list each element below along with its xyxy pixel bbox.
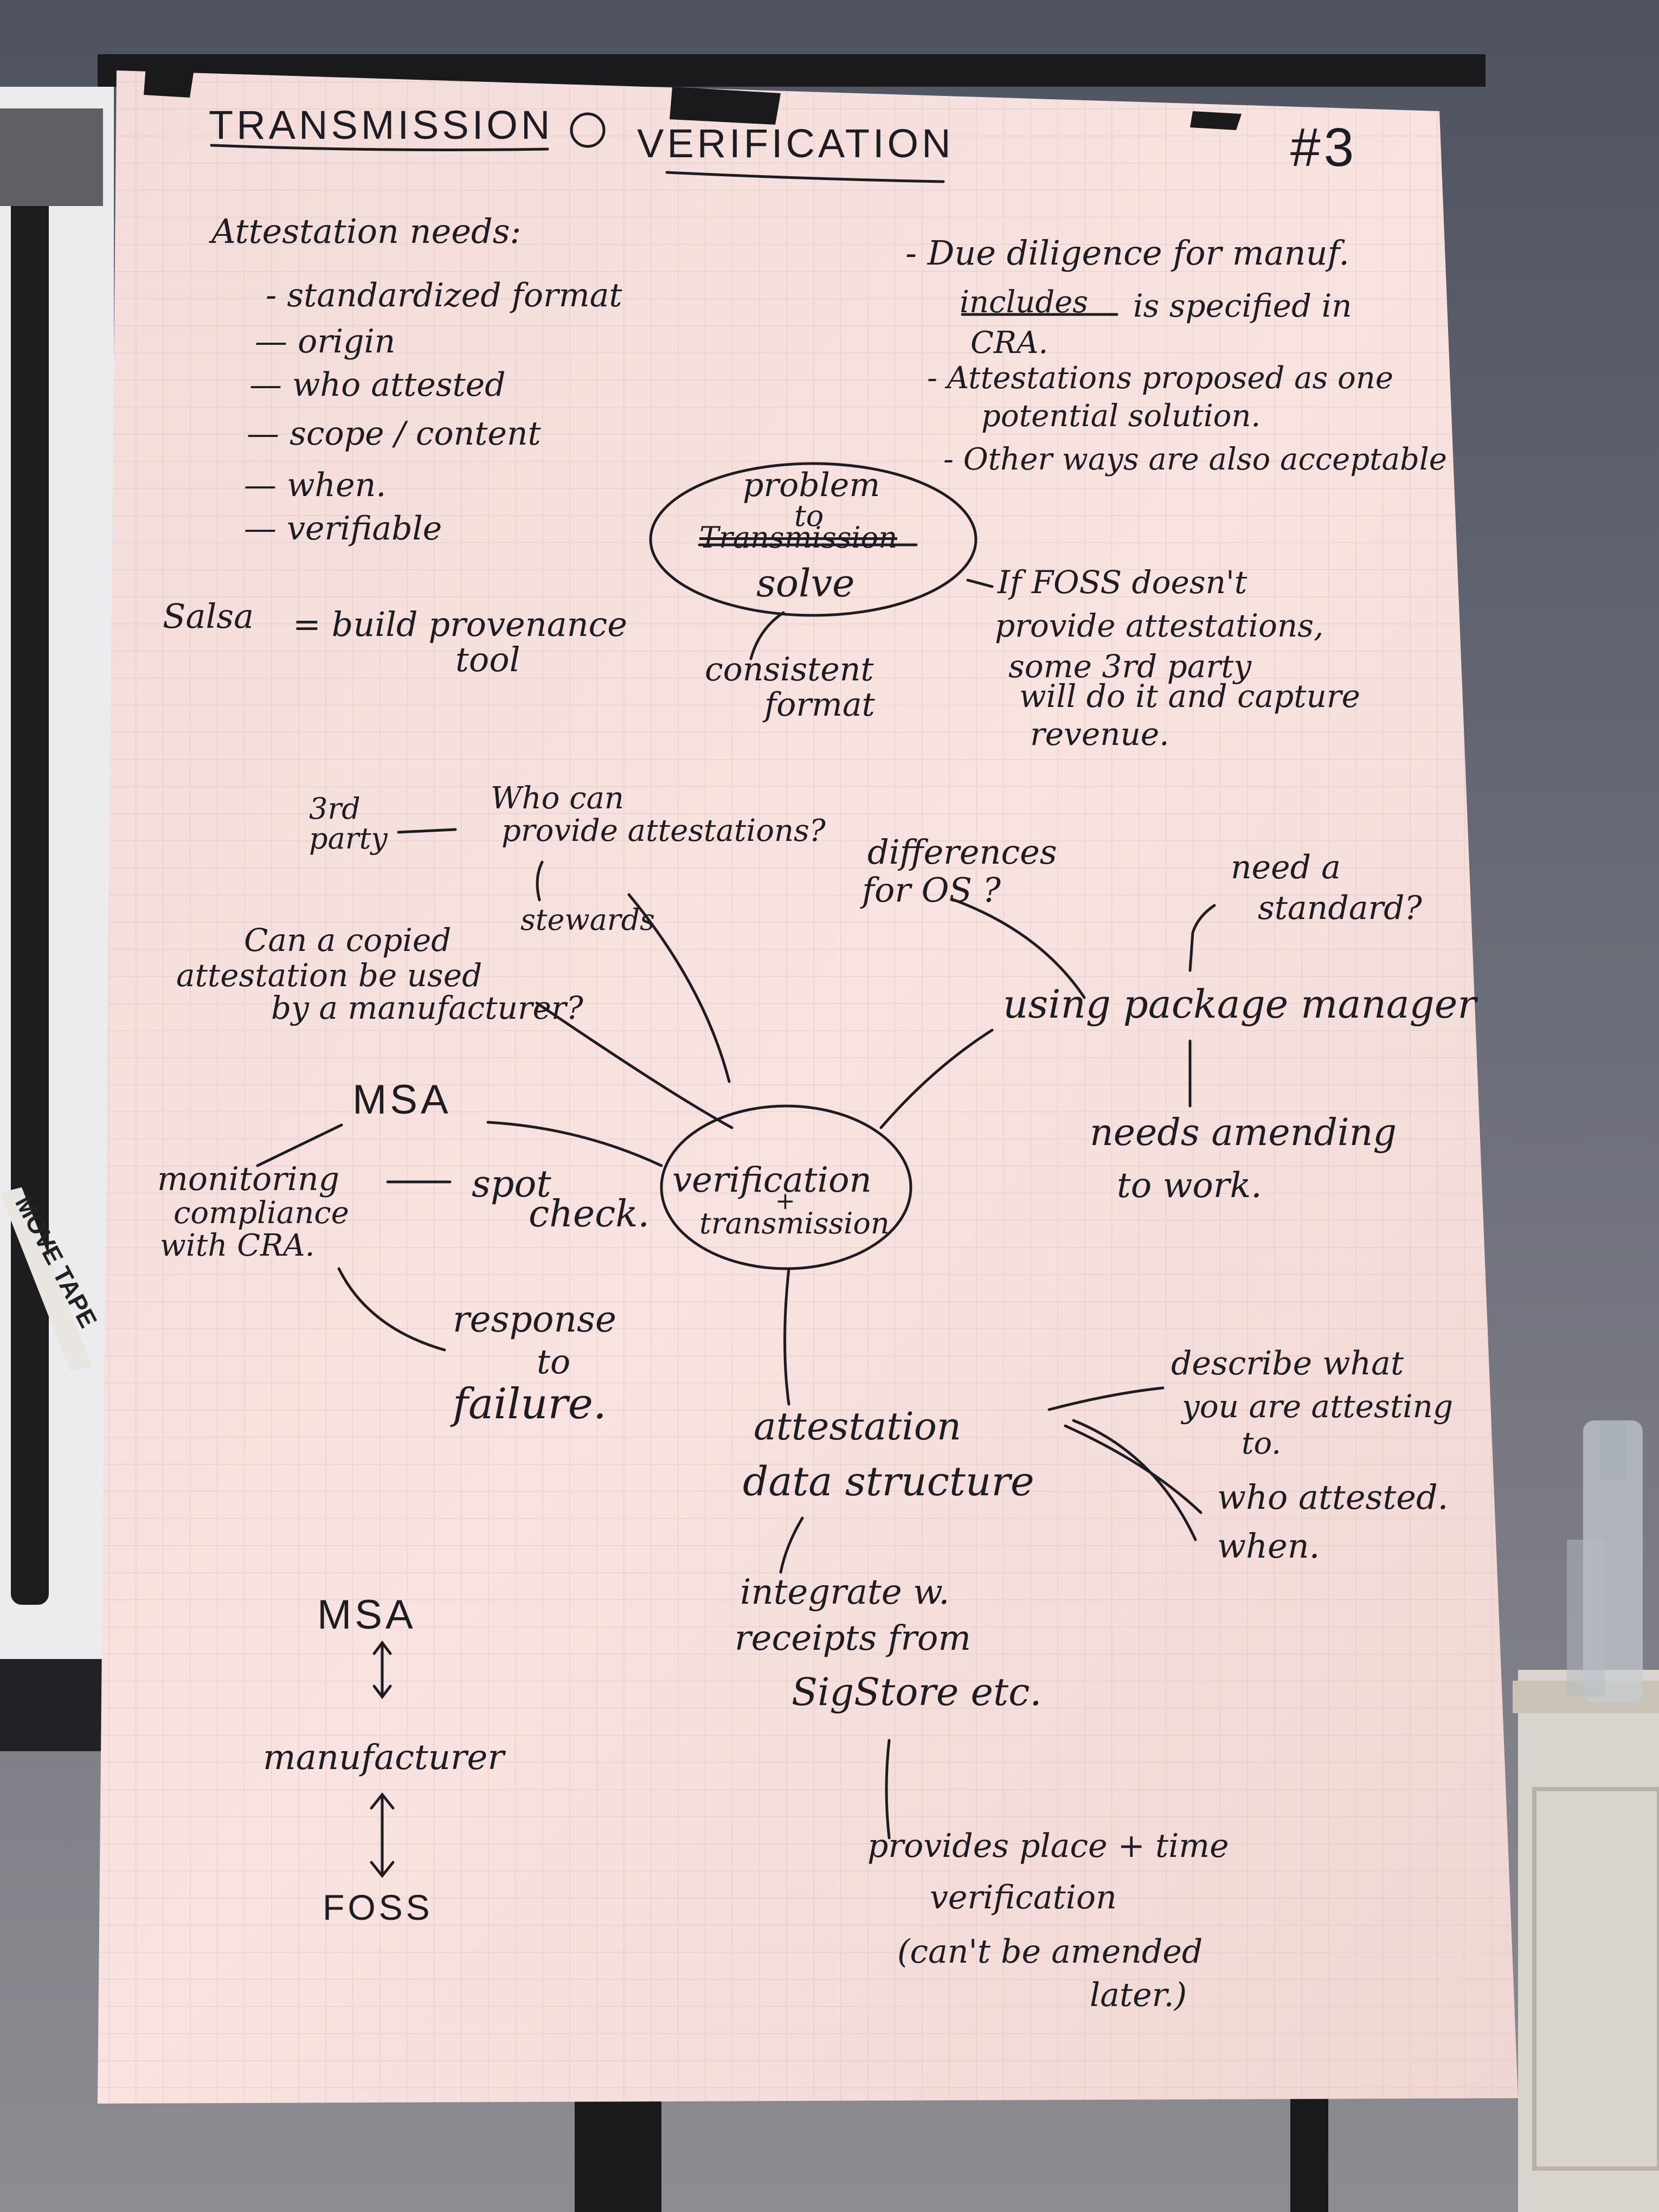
right-note: - Other ways are also acceptable: [943, 442, 1447, 477]
foss-note: If FOSS doesn't: [998, 564, 1248, 601]
center-line3: transmission: [699, 1206, 890, 1240]
copied-line1: Can a copied: [244, 922, 452, 959]
flow-top: MSA: [317, 1592, 416, 1638]
right-note: - Due diligence for manuf.: [905, 233, 1349, 273]
monitoring-line2: compliance: [173, 1195, 349, 1231]
foss-note: some 3rd party: [1008, 648, 1252, 685]
who-can-line2: provide attestations?: [501, 813, 826, 848]
needs-item: — scope / content: [247, 415, 541, 453]
needs-item: — who attested: [249, 366, 506, 404]
differences-line1: differences: [867, 832, 1057, 872]
need-standard-line2: standard?: [1258, 889, 1422, 927]
problem-line3: Transmission: [699, 520, 897, 555]
foss-note: revenue.: [1030, 716, 1169, 753]
who-can-line1: Who can: [491, 781, 624, 816]
need-standard-line1: need a: [1231, 848, 1341, 886]
integrate-line3: SigStore etc.: [792, 1670, 1042, 1714]
differences-line2: for OS ?: [862, 870, 1001, 910]
describe-line3: to.: [1242, 1426, 1282, 1461]
problem-line2: to: [794, 499, 824, 533]
when-label: when.: [1217, 1526, 1320, 1566]
response-line1: response: [453, 1298, 616, 1340]
describe-line2: you are attesting: [1182, 1388, 1454, 1425]
needs-amending-line2: to work.: [1117, 1166, 1262, 1206]
needs-item: — verifiable: [244, 510, 442, 548]
spot-check-line1: spot: [472, 1163, 551, 1206]
msa-label: MSA: [352, 1077, 452, 1123]
salsa-description-2: tool: [455, 640, 520, 679]
problem-line4: solve: [756, 561, 855, 606]
salsa-description: = build provenance: [293, 605, 627, 644]
copied-line3: by a manufacturer?: [271, 989, 583, 1026]
third-party-line1: 3rd: [309, 792, 361, 826]
integrate-line2: receipts from: [735, 1618, 972, 1658]
consistent-line1: consistent: [705, 651, 874, 689]
needs-item: — when.: [244, 466, 387, 504]
needs-amending-line1: needs amending: [1090, 1111, 1397, 1154]
center-line2: +: [775, 1187, 795, 1215]
right-note: - Attestations proposed as one: [927, 361, 1393, 396]
data-structure-line1: attestation: [754, 1404, 961, 1449]
title-right: VERIFICATION: [637, 121, 954, 166]
flow-middle: manufacturer: [263, 1738, 504, 1778]
copied-line2: attestation be used: [176, 957, 483, 994]
needs-item: - standardized format: [266, 276, 622, 314]
provides-line4: later.): [1090, 1976, 1187, 2014]
data-structure-line2: data structure: [743, 1458, 1034, 1505]
monitoring-line1: monitoring: [157, 1160, 340, 1198]
easel-leg: [575, 2093, 661, 2212]
who-attested-label: who attested.: [1217, 1477, 1449, 1517]
foss-note: will do it and capture: [1019, 678, 1360, 715]
salsa-label: Salsa: [163, 596, 254, 636]
consistent-line2: format: [764, 686, 875, 724]
tape: [144, 60, 195, 98]
tape: [1190, 111, 1242, 130]
center-line1: verification: [672, 1160, 872, 1200]
spot-check-line2: check.: [529, 1193, 650, 1236]
integrate-line1: integrate w.: [740, 1572, 950, 1612]
provides-line2: verification: [930, 1879, 1117, 1917]
title-left: TRANSMISSION: [209, 102, 554, 147]
poster-number: #3: [1290, 117, 1358, 178]
needs-item: — origin: [255, 323, 396, 361]
attestation-needs-heading: Attestation needs:: [211, 211, 522, 251]
problem-line1: problem: [743, 466, 880, 504]
response-line2: to: [537, 1342, 571, 1381]
flow-bottom: FOSS: [323, 1887, 433, 1927]
describe-line1: describe what: [1171, 1345, 1404, 1382]
third-party-line2: party: [309, 821, 388, 856]
stewards-label: stewards: [520, 903, 655, 937]
provides-line3: (can't be amended: [897, 1933, 1203, 1971]
package-manager-label: using package manager: [1003, 981, 1476, 1027]
right-note: is specified in: [1133, 287, 1352, 324]
foss-note: provide attestations,: [995, 607, 1324, 644]
tape: [670, 87, 781, 125]
ink-lines: [210, 112, 1216, 1879]
response-line3: failure.: [453, 1380, 607, 1429]
right-note: potential solution.: [981, 398, 1261, 434]
right-note-struck: includes: [960, 285, 1089, 320]
right-note: CRA.: [970, 325, 1049, 361]
glass: [1567, 1540, 1605, 1697]
provides-line1: provides place + time: [867, 1827, 1229, 1865]
monitoring-line3: with CRA.: [160, 1228, 315, 1263]
